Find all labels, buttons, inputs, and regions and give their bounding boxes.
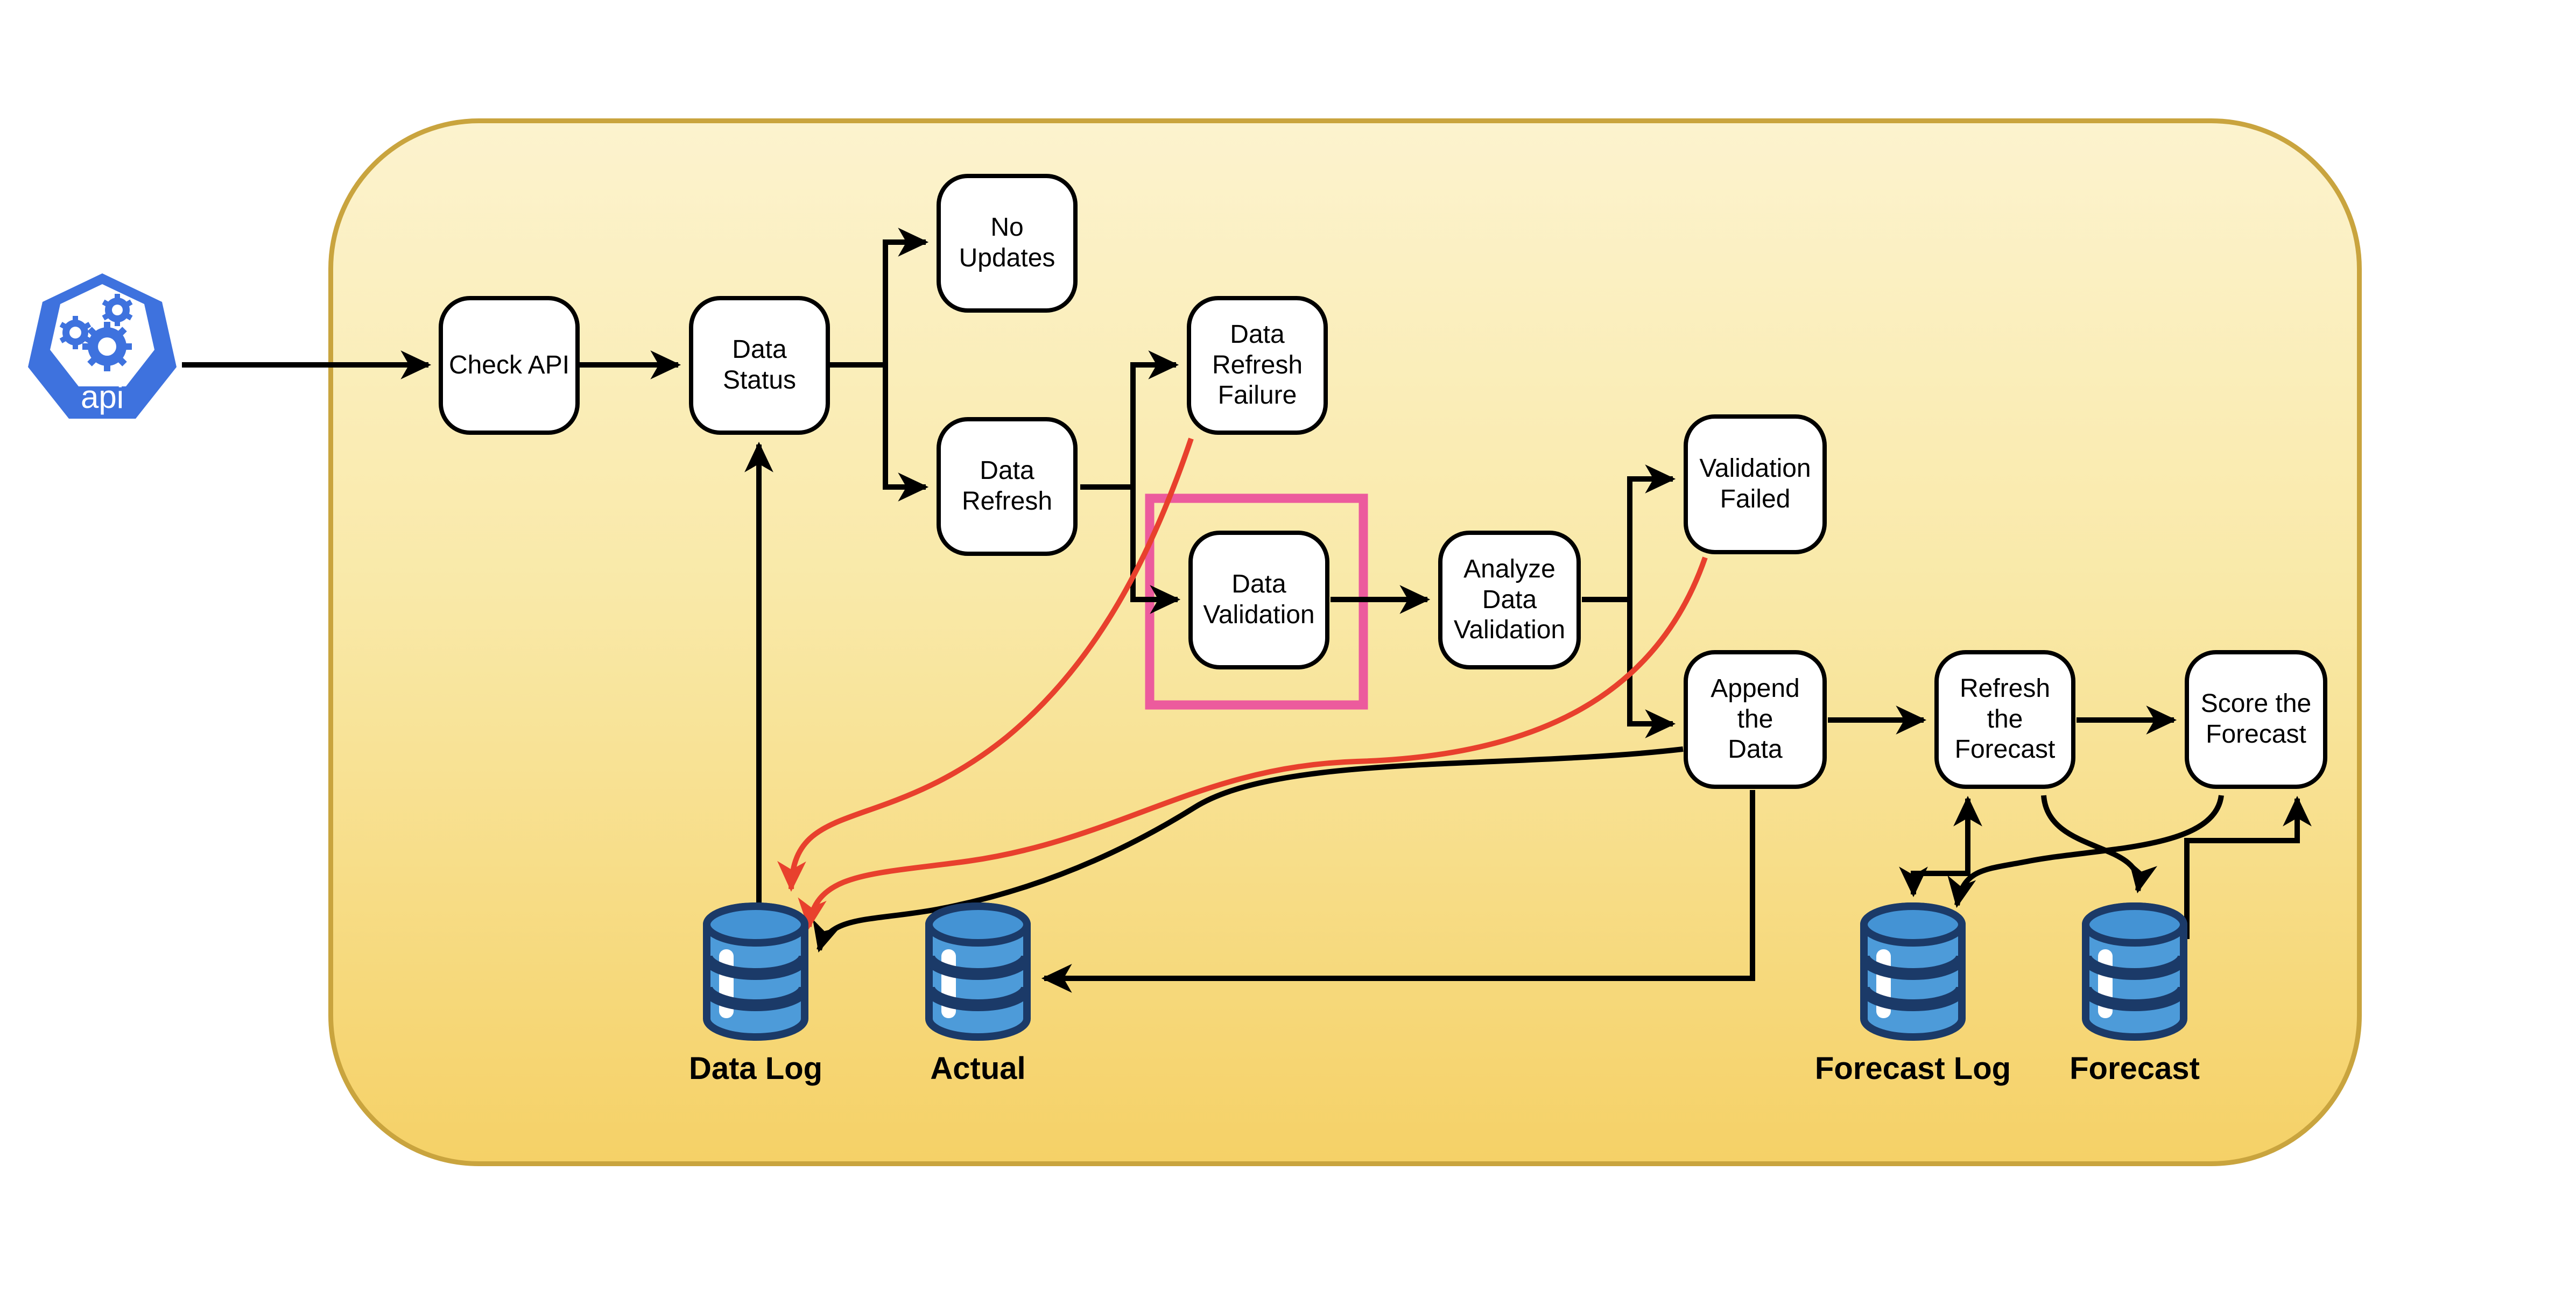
pipeline-container-shape[interactable]	[328, 118, 2362, 1166]
edge-data-status-to-no-updates	[883, 228, 929, 365]
node-analyze-data-validation-label: Analyze Data Validation	[1453, 555, 1566, 645]
edge-data-status-to-data-refresh	[883, 365, 929, 502]
api-icon[interactable]: api	[25, 272, 180, 427]
node-score-the-forecast[interactable]: Score the Forecast	[2185, 650, 2327, 789]
db-data-log[interactable]: Data Log	[648, 902, 863, 1087]
edge-analyze-to-validation-failed	[1627, 464, 1676, 599]
database-cylinder-icon	[703, 902, 808, 1041]
node-data-refresh[interactable]: Data Refresh	[937, 417, 1078, 556]
node-check-api-label: Check API	[448, 350, 570, 379]
node-append-the-data[interactable]: Append the Data	[1684, 650, 1827, 789]
db-forecast-label: Forecast	[2070, 1051, 2200, 1086]
node-data-refresh-failure-label: Data Refresh Failure	[1212, 320, 1303, 410]
node-data-refresh-failure[interactable]: Data Refresh Failure	[1187, 296, 1328, 435]
edge-forecast-db-to-score	[2184, 795, 2312, 939]
edge-data-refresh-to-validation	[1130, 487, 1181, 614]
gears-icon	[59, 294, 133, 371]
db-forecast[interactable]: Forecast	[2027, 902, 2242, 1087]
api-label: api	[81, 379, 124, 415]
edge-refresh-failure-to-data-log-red	[777, 438, 1194, 892]
node-validation-failed-label: Validation Failed	[1699, 454, 1811, 513]
edge-validation-failed-to-data-log-red	[798, 556, 1708, 930]
node-data-refresh-label: Data Refresh	[961, 456, 1053, 516]
edge-score-to-forecast-log	[1947, 795, 2224, 908]
node-no-updates-label: No Updates	[959, 213, 1055, 272]
database-cylinder-icon	[925, 902, 1031, 1041]
db-forecast-log[interactable]: Forecast Log	[1805, 902, 2021, 1087]
db-data-log-label: Data Log	[688, 1051, 823, 1086]
edge-analyze-to-append	[1627, 599, 1676, 738]
node-no-updates[interactable]: No Updates	[937, 174, 1078, 313]
db-actual[interactable]: Actual	[870, 902, 1086, 1087]
node-refresh-the-forecast[interactable]: Refresh the Forecast	[1934, 650, 2075, 789]
node-check-api[interactable]: Check API	[439, 296, 580, 435]
node-data-status[interactable]: Data Status	[689, 296, 830, 435]
node-data-status-label: Data Status	[722, 335, 797, 394]
node-data-validation-label: Data Validation	[1203, 570, 1315, 629]
db-forecast-log-label: Forecast Log	[1814, 1051, 2011, 1086]
node-refresh-the-forecast-label: Refresh the Forecast	[1954, 674, 2056, 764]
node-data-validation[interactable]: Data Validation	[1188, 531, 1329, 669]
db-actual-label: Actual	[930, 1051, 1026, 1086]
node-validation-failed[interactable]: Validation Failed	[1684, 414, 1827, 554]
edge-refresh-to-forecast-db	[2041, 795, 2157, 894]
edge-forecast-log-refresh-bidirectional	[1899, 795, 1982, 898]
edge-append-to-actual	[1041, 790, 1755, 993]
node-analyze-data-validation[interactable]: Analyze Data Validation	[1438, 531, 1581, 669]
edge-append-to-data-log	[812, 746, 1684, 953]
node-append-the-data-label: Append the Data	[1711, 674, 1800, 764]
database-cylinder-icon	[1860, 902, 1966, 1041]
edge-data-refresh-to-failure	[1130, 350, 1179, 487]
database-cylinder-icon	[2082, 902, 2187, 1041]
node-score-the-forecast-label: Score the Forecast	[2200, 689, 2312, 749]
